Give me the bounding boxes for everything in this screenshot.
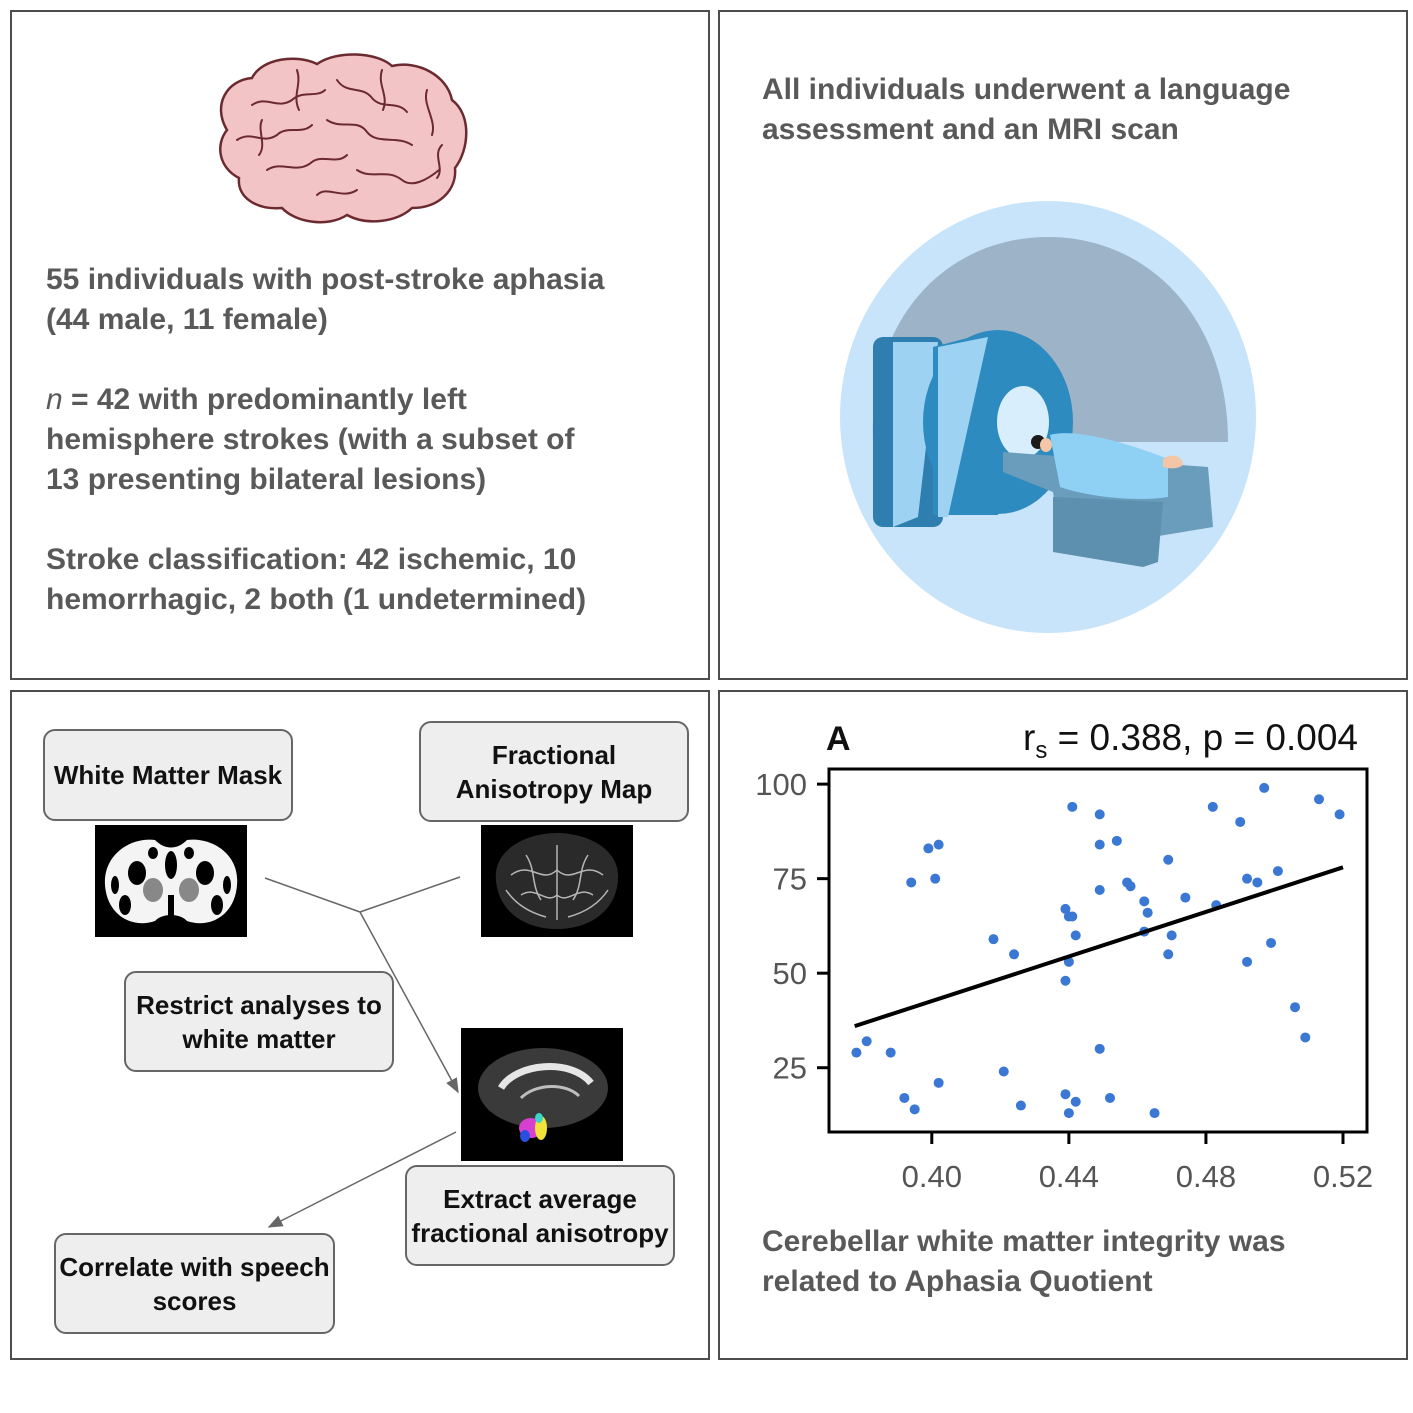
white-matter-mask-image (95, 825, 247, 937)
y-tick-label: 25 (773, 1051, 807, 1086)
plot-frame (827, 767, 1369, 1134)
data-point (1242, 873, 1253, 884)
data-point (1266, 937, 1277, 948)
data-point (998, 1066, 1009, 1077)
text-line: 13 presenting bilateral lesions) (46, 463, 487, 496)
data-point (1166, 930, 1177, 941)
white-matter-mask-graphic (104, 839, 238, 925)
x-tick-label: 0.40 (902, 1159, 962, 1194)
n-symbol: n (46, 383, 63, 416)
stat-subscript: s (1035, 737, 1047, 764)
data-point (1067, 911, 1078, 922)
data-point (1242, 956, 1253, 967)
panel-participants: 55 individuals with post-stroke aphasia … (10, 10, 710, 680)
text-line: n = 42 with predominantly left (46, 380, 696, 420)
y-tick-label: 75 (773, 862, 807, 897)
data-point (1070, 1096, 1081, 1107)
restrict-analyses-label: Restrict analyses to white matter (124, 971, 394, 1072)
sagittal-fa-image (461, 1028, 623, 1161)
data-point (930, 873, 941, 884)
stat-symbol: r (1023, 717, 1035, 758)
text-line: Cerebellar white matter integrity was (762, 1225, 1286, 1258)
data-point (1252, 877, 1263, 888)
text-line: hemisphere strokes (with a subset of (46, 423, 575, 456)
fa-map-graphic (495, 833, 619, 929)
data-point (899, 1092, 910, 1103)
data-point (1142, 907, 1153, 918)
fa-map-image (481, 825, 633, 937)
data-point (1163, 854, 1174, 865)
text-fragment: = 42 with predominantly left (62, 383, 467, 416)
y-tick-label: 50 (773, 956, 807, 991)
data-point (1139, 896, 1150, 907)
data-point (1009, 949, 1020, 960)
x-tick-label: 0.44 (1039, 1159, 1099, 1194)
data-point (1060, 903, 1071, 914)
y-tick-label: 100 (755, 767, 807, 802)
data-point (933, 1077, 944, 1088)
chart-panel-label: A (826, 720, 851, 758)
data-point (1300, 1032, 1311, 1043)
correlate-label: Correlate with speech scores (54, 1233, 335, 1334)
sagittal-fa-graphic (478, 1048, 608, 1142)
stat-annotation: rs = 0.388, p = 0.004 (1023, 717, 1358, 764)
panel-assessment: All individuals underwent a language ass… (718, 10, 1408, 680)
data-point (1163, 949, 1174, 960)
trend-line (854, 865, 1344, 1029)
data-point (1314, 794, 1325, 805)
data-point (1235, 816, 1246, 827)
text-line: assessment and an MRI scan (762, 113, 1179, 146)
data-point (1060, 1089, 1071, 1100)
text-line: related to Aphasia Quotient (762, 1265, 1153, 1298)
data-point (1094, 839, 1105, 850)
data-point (1094, 885, 1105, 895)
data-point (851, 1047, 862, 1058)
fa-map-label: Fractional Anisotropy Map (419, 721, 689, 822)
text-line: Stroke classification: 42 ischemic, 10 (46, 543, 577, 576)
participants-text: 55 individuals with post-stroke aphasia … (46, 260, 696, 620)
data-point (909, 1104, 920, 1115)
data-point (988, 934, 999, 945)
data-point (1067, 801, 1078, 812)
brain-icon (219, 53, 468, 224)
data-point (1094, 809, 1105, 820)
data-point (861, 1036, 872, 1047)
text-line: All individuals underwent a language (762, 73, 1291, 106)
data-point (933, 839, 944, 850)
data-point (1334, 809, 1345, 820)
stat-values: = 0.388, p = 0.004 (1047, 717, 1358, 758)
text-line: 55 individuals with post-stroke aphasia (46, 263, 605, 296)
data-point (1125, 881, 1136, 892)
data-point (1272, 866, 1283, 877)
pipeline-arrows (264, 876, 461, 1228)
panel-pipeline: White Matter Mask Fractional Anisotropy … (10, 690, 710, 1360)
data-point (1015, 1100, 1026, 1111)
text-line: hemorrhagic, 2 both (1 undetermined) (46, 583, 587, 616)
results-caption: Cerebellar white matter integrity was re… (762, 1222, 1392, 1302)
data-point (923, 843, 934, 854)
extract-fa-label: Extract average fractional anisotropy (405, 1165, 675, 1266)
assessment-text: All individuals underwent a language ass… (762, 70, 1392, 150)
white-matter-mask-label: White Matter Mask (43, 729, 293, 821)
data-point (1111, 835, 1122, 846)
data-point (1104, 1092, 1115, 1103)
data-point (1149, 1108, 1160, 1119)
data-point (1063, 1108, 1074, 1119)
data-point (1290, 1002, 1301, 1013)
x-tick-label: 0.52 (1313, 1159, 1373, 1194)
text-line: (44 male, 11 female) (46, 303, 328, 336)
data-point (1259, 782, 1270, 793)
data-point (1180, 892, 1191, 903)
data-point (1207, 801, 1218, 812)
data-point (885, 1047, 896, 1058)
data-point (1060, 975, 1071, 986)
x-tick-label: 0.48 (1176, 1159, 1236, 1194)
data-point (906, 877, 917, 888)
data-point (1070, 930, 1081, 941)
data-point (1094, 1043, 1105, 1054)
mri-scanner-illustration (840, 201, 1256, 633)
